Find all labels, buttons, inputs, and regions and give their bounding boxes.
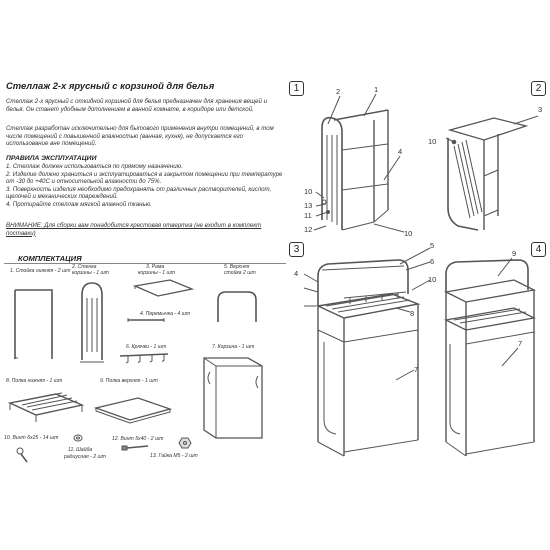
warning-line: ВНИМАНИЕ: Для сборки вам понадобится кре… [6,222,262,229]
part-label-2a: 2. Стенка [72,264,97,270]
d3-callout: 6 [430,257,434,266]
rule-line: от -30 до +40С и относительной влажности… [6,178,162,186]
part-2-basket-wall [80,282,104,363]
d1-callout: 10 [404,229,412,238]
rule-line: 1. Стеллаж должен использоваться по прям… [6,163,183,170]
part-label-6: 6. Крючки - 1 шт [126,344,167,350]
d1-callout: 10 [304,187,312,196]
part-13-nut [178,437,192,449]
d1-callout: 11 [304,211,312,220]
kit-divider [4,263,286,264]
part-label-3b: корзины - 1 шт [138,270,176,276]
d3-callout: 5 [430,241,434,250]
assembly-diagrams: 2 1 4 10 13 11 12 10 3 10 [294,85,542,457]
part-label-9: 9. Полка верхняя - 1 шт [100,378,158,384]
part-9-upper-shelf [93,397,173,424]
rule-line: щелочей и механических повреждений. [6,193,118,201]
d1-callout: 1 [374,85,378,94]
step-2-badge: 2 [531,81,546,96]
purpose-line: использование вне помещений. [6,140,97,148]
diagram-step-3 [303,247,431,457]
d3-callout: 8 [410,309,414,318]
d1-callout: 13 [304,201,312,210]
d2-callout: 3 [538,105,542,114]
part-label-7: 7. Корзина - 1 шт [212,344,255,350]
d1-callout: 12 [304,225,312,234]
intro-line: белья. Он станет удобным дополнением в в… [6,105,254,113]
diagram-step-1 [313,93,405,233]
d4-callout: 9 [512,249,516,258]
part-10-screw [16,447,28,463]
step-3-badge: 3 [289,242,304,257]
purpose-paragraph: Стеллаж разработан исключительно для быт… [6,125,284,148]
purpose-line: Стеллаж разработан исключительно для быт… [6,125,274,132]
part-label-13: 13. Гайка М5 - 2 шт [150,453,198,459]
rule-line: 4. Протирайте стеллаж мягкой влажной тка… [6,200,152,208]
d2-callout: 10 [428,137,436,146]
part-label-2b: корзины - 1 шт [72,270,110,276]
warning-note: ВНИМАНИЕ: Для сборки вам понадобится кре… [6,222,284,237]
warning-line: поставки) [6,229,36,237]
d3-callout: 7 [414,365,418,374]
purpose-line: числе помещений с повышенной влажностью … [6,132,244,140]
intro-paragraph: Стеллаж 2-х ярусный с откидной корзиной … [6,98,284,113]
rule-line: 2. Изделие должно храниться и эксплуатир… [6,170,283,178]
step-1-badge: 1 [289,81,304,96]
part-3-basket-frame [132,279,195,297]
rules-list: 1. Стеллаж должен использоваться по прям… [6,163,284,209]
part-label-1: 1. Стойка нижняя - 2 шт [10,268,71,274]
rules-heading: ПРАВИЛА ЭКСПЛУАТАЦИИ [6,155,97,162]
part-8-lower-shelf [7,392,85,422]
d1-callout: 2 [336,87,340,96]
part-1-lower-post [14,289,53,359]
diagram-step-2 [445,115,539,231]
part-label-4: 4. Перемычка - 4 шт [140,311,191,317]
part-12-long-screw [121,445,149,451]
d3-callout: 10 [428,275,436,284]
kit-heading: КОМПЛЕКТАЦИЯ [18,254,82,263]
part-11-washer [73,434,83,442]
rule-line: 3. Поверхность изделия необходимо предох… [6,185,272,193]
part-label-11a: 11. Шайба [68,447,93,453]
part-label-5a: 5. Верхняя [224,264,250,270]
parts-sketches [7,279,263,463]
step-4-badge: 4 [531,242,546,257]
part-label-10: 10. Винт 6х25 - 14 шт [4,435,59,441]
part-label-5b: стойка 2 шт [224,270,256,276]
part-4-crossbar [127,318,165,322]
part-6-hooks [119,353,169,364]
d3-callout: 4 [294,269,298,278]
part-label-12: 12. Винт 5х40 - 2 шт [112,436,164,442]
diagram-step-4 [443,257,537,457]
part-label-8: 8. Полка нижняя - 1 шт [6,378,63,384]
d1-callout: 4 [398,147,402,156]
part-label-3a: 3. Рама [146,264,165,270]
d4-callout: 7 [518,339,522,348]
part-label-11b: радиусная - 2 шт [64,454,107,460]
intro-line: Стеллаж 2-х ярусный с откидной корзиной … [6,98,267,105]
part-5-upper-post [217,291,257,322]
document-title: Стеллаж 2-х ярусный с корзиной для белья [6,80,215,91]
part-7-basket [203,357,263,439]
